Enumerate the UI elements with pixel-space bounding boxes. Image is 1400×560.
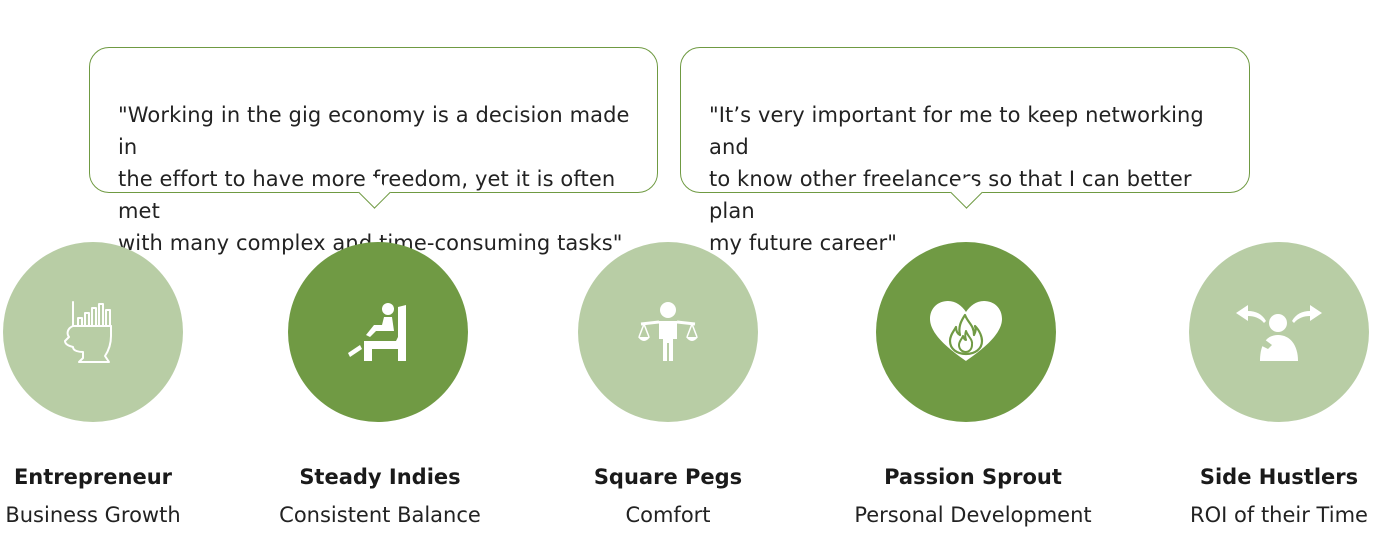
- persona-circle-passion-sprout: [876, 242, 1056, 422]
- persona-trait: Comfort: [625, 503, 711, 527]
- persona-circle-entrepreneur: [3, 242, 183, 422]
- heart-flame-icon: [930, 301, 1002, 361]
- head-chart-icon: [64, 301, 112, 363]
- quote-bubble-steady-indies: "Working in the gig economy is a decisio…: [89, 47, 658, 255]
- person-seated-icon: [348, 303, 406, 361]
- quote-bubble-passion-sprout: "It’s very important for me to keep netw…: [680, 47, 1250, 255]
- persona-name: Side Hustlers: [1199, 465, 1359, 489]
- persona-caption-entrepreneur: Entrepreneur Business Growth: [0, 462, 223, 530]
- persona-trait: Business Growth: [5, 503, 181, 527]
- persona-trait: Personal Development: [854, 503, 1092, 527]
- persona-trait: ROI of their Time: [1190, 503, 1368, 527]
- persona-name: Steady Indies: [299, 465, 461, 489]
- persona-caption-side-hustlers: Side Hustlers ROI of their Time: [1149, 462, 1400, 530]
- persona-caption-passion-sprout: Passion Sprout Personal Development: [843, 462, 1103, 530]
- persona-circle-steady-indies: [288, 242, 468, 422]
- persona-circle-side-hustlers: [1189, 242, 1369, 422]
- persona-caption-steady-indies: Steady Indies Consistent Balance: [250, 462, 510, 530]
- persona-name: Entrepreneur: [13, 465, 173, 489]
- persona-name: Square Pegs: [593, 465, 743, 489]
- persona-circle-square-pegs: [578, 242, 758, 422]
- persona-caption-square-pegs: Square Pegs Comfort: [538, 462, 798, 530]
- quote-text: "It’s very important for me to keep netw…: [709, 103, 1204, 255]
- person-balance-scale-icon: [638, 302, 698, 361]
- persona-trait: Consistent Balance: [279, 503, 481, 527]
- person-crossroads-icon: [1236, 305, 1322, 361]
- quote-text: "Working in the gig economy is a decisio…: [118, 103, 630, 255]
- persona-name: Passion Sprout: [884, 465, 1062, 489]
